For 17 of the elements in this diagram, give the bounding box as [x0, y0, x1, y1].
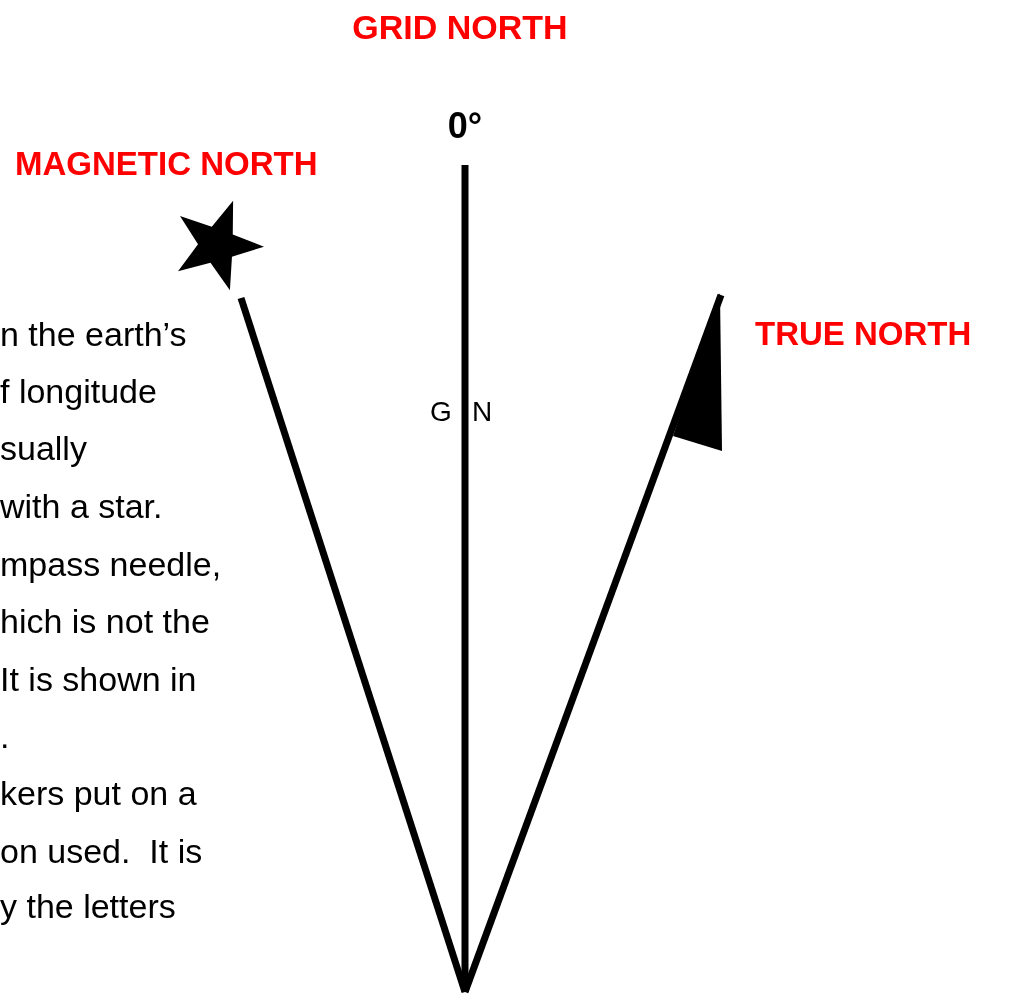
paragraph-line: .: [0, 719, 10, 753]
degree-label: 0°: [447, 108, 483, 144]
direction-label: MAGNETIC NORTH: [15, 147, 318, 180]
paragraph-line: kers put on a: [0, 776, 197, 810]
paragraph-line: It is shown in: [0, 662, 197, 696]
line-letter: G: [430, 398, 452, 426]
paragraph-line: n the earth’s: [0, 317, 187, 351]
paragraph-line: f longitude: [0, 374, 157, 408]
paragraph-line: hich is not the: [0, 604, 210, 638]
paragraph-line: on used. It is: [0, 834, 203, 868]
title: GRID NORTH: [352, 10, 568, 44]
paragraph-line: y the letters: [0, 889, 176, 923]
paragraph-line: with a star.: [0, 489, 163, 523]
paragraph-line: sually: [0, 431, 87, 465]
direction-label: TRUE NORTH: [755, 317, 972, 350]
paragraph-line: mpass needle,: [0, 547, 222, 581]
line-letter: N: [472, 398, 493, 426]
